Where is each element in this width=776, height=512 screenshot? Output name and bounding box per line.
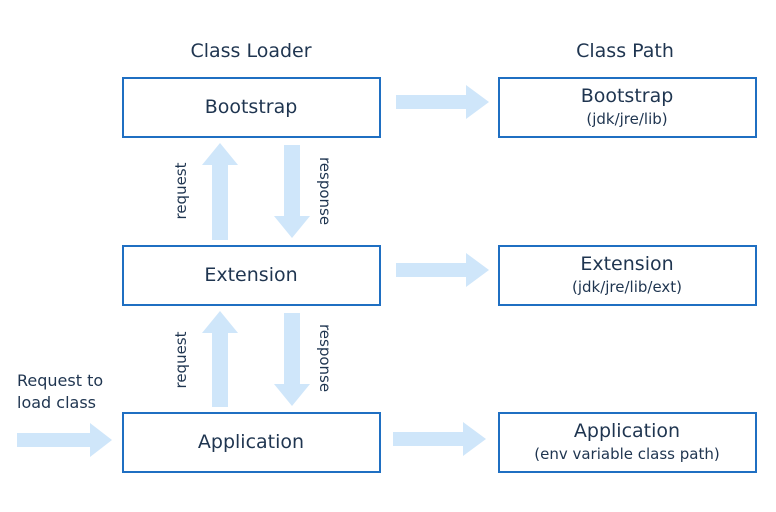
- bootstrap-path-name: Bootstrap: [581, 85, 674, 107]
- application-path-name: Application: [574, 420, 680, 442]
- application-path-dir: (env variable class path): [534, 445, 719, 463]
- request-label-upper: request: [172, 162, 190, 219]
- class-loader-heading: Class Loader: [190, 40, 311, 62]
- extension-path-box: Extension (jdk/jre/lib/ext): [498, 245, 757, 306]
- bootstrap-loader-box: Bootstrap: [122, 77, 381, 138]
- bootstrap-path-box: Bootstrap (jdk/jre/lib): [498, 77, 757, 138]
- input-label-line2: load class: [17, 393, 96, 412]
- application-to-path-arrow: [393, 422, 486, 456]
- class-path-heading: Class Path: [576, 40, 674, 62]
- request-arrow-application-to-extension: [202, 311, 238, 407]
- request-label-lower: request: [172, 331, 190, 388]
- extension-to-path-arrow: [396, 253, 489, 287]
- input-label-line1: Request to: [17, 371, 103, 390]
- request-arrow-extension-to-bootstrap: [202, 143, 238, 240]
- incoming-request-arrow: [17, 423, 112, 457]
- bootstrap-loader-label: Bootstrap: [205, 96, 298, 118]
- response-arrow-extension-to-application: [274, 313, 310, 406]
- application-path-box: Application (env variable class path): [498, 412, 757, 473]
- response-arrow-bootstrap-to-extension: [274, 145, 310, 238]
- application-loader-label: Application: [198, 431, 304, 453]
- extension-loader-box: Extension: [122, 245, 381, 306]
- response-label-upper: response: [316, 157, 334, 225]
- bootstrap-to-path-arrow: [396, 85, 489, 119]
- extension-path-name: Extension: [580, 253, 673, 275]
- response-label-lower: response: [316, 324, 334, 392]
- extension-loader-label: Extension: [204, 264, 297, 286]
- extension-path-dir: (jdk/jre/lib/ext): [572, 278, 682, 296]
- bootstrap-path-dir: (jdk/jre/lib): [586, 110, 667, 128]
- application-loader-box: Application: [122, 412, 381, 473]
